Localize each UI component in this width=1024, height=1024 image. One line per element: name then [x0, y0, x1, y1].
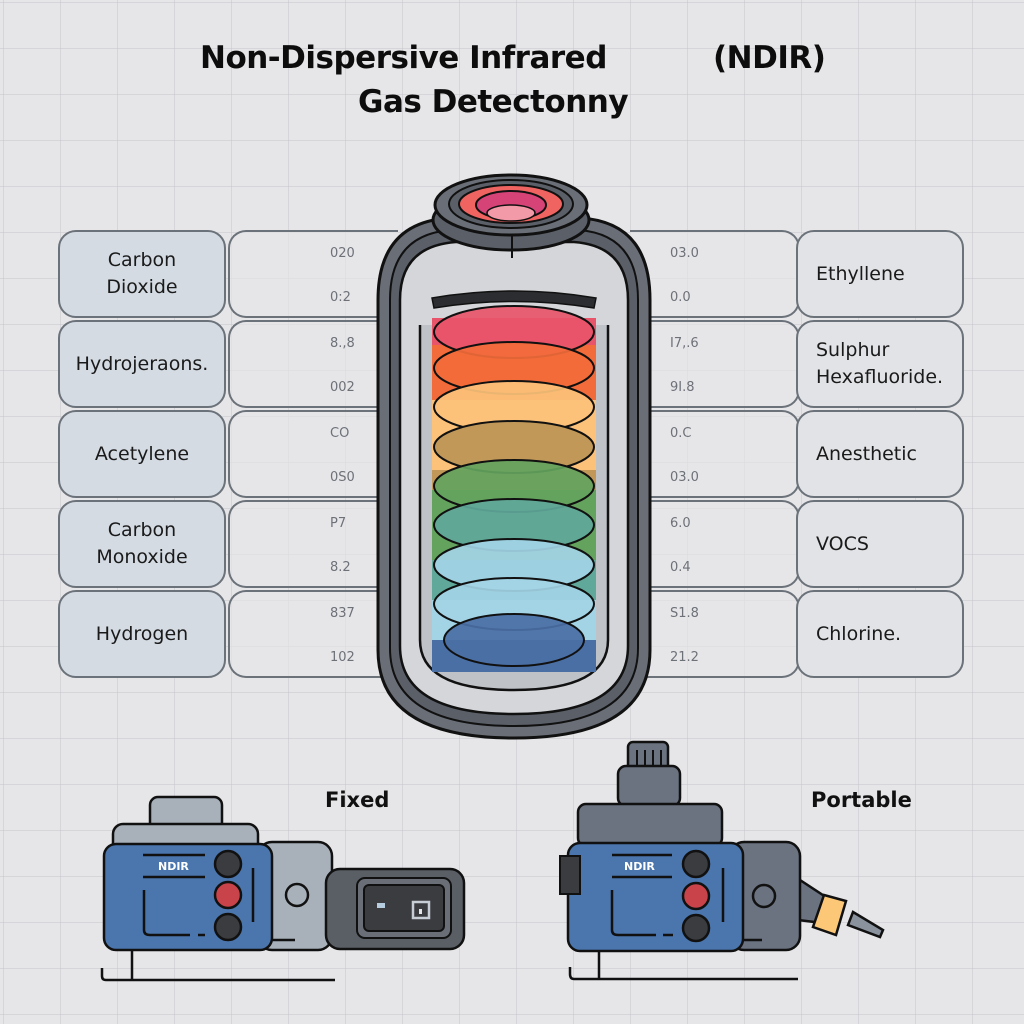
gas-value: P7	[330, 516, 347, 531]
gas-name: Anesthetic	[816, 442, 917, 465]
gas-value: 0.4	[670, 560, 691, 575]
gas-name-cell: VOCS	[796, 500, 964, 588]
fixed-badge: NDIR	[158, 860, 189, 873]
gas-name-cell: Carbon Monoxide	[58, 500, 226, 588]
gas-name: Carbon Dioxide	[106, 249, 178, 298]
gas-values-cell: 6.0 0.4	[630, 500, 800, 588]
gas-name-cell: Anesthetic	[796, 410, 964, 498]
gas-value: 03.0	[670, 246, 699, 261]
gas-values-cell: P7 8.2	[228, 500, 398, 588]
title-line1: Non-Dispersive Infrared	[200, 40, 607, 76]
gas-name-cell: Acetylene	[58, 410, 226, 498]
gas-value: 8.,8	[330, 336, 355, 351]
gas-value: 9I.8	[670, 380, 695, 395]
gas-name-cell: Ethyllene	[796, 230, 964, 318]
absorption-layers	[432, 305, 596, 672]
gas-value: 0.C	[670, 426, 692, 441]
gas-values-cell: 03.0 0.0	[630, 230, 800, 318]
gas-value: CO	[330, 426, 350, 441]
gas-value: 002	[330, 380, 355, 395]
gas-values-cell: I7,.6 9I.8	[630, 320, 800, 408]
gas-name-cell: Sulphur Hexafluoride.	[796, 320, 964, 408]
absorption-layer	[443, 613, 585, 667]
gas-value: 0.0	[670, 290, 691, 305]
gas-value: 8.2	[330, 560, 351, 575]
gas-name: VOCS	[816, 532, 869, 555]
gas-name: Hydrojeraons.	[75, 352, 209, 375]
gas-name-cell: Chlorine.	[796, 590, 964, 678]
gas-value: 21.2	[670, 650, 699, 665]
gas-value: 6.0	[670, 516, 691, 531]
gas-value: 03.0	[670, 470, 699, 485]
gas-name: Hydrogen	[95, 622, 189, 645]
gas-values-cell: CO 0S0	[228, 410, 398, 498]
title-line2: Gas Detectonny	[358, 84, 629, 120]
portable-badge: NDIR	[624, 860, 655, 873]
portable-label: Portable	[811, 788, 912, 812]
gas-name: Acetylene	[94, 442, 190, 465]
gas-values-cell: 020 0:2	[228, 230, 398, 318]
gas-name: Chlorine.	[816, 622, 902, 645]
gas-name-cell: Hydrogen	[58, 590, 226, 678]
gas-value: 102	[330, 650, 355, 665]
gas-value: 0S0	[330, 470, 355, 485]
gas-name: Ethyllene	[816, 262, 905, 285]
gas-values-cell: S1.8 21.2	[630, 590, 800, 678]
gas-name: Carbon Monoxide	[96, 519, 188, 568]
fixed-label: Fixed	[325, 788, 390, 812]
gas-name-cell: Carbon Dioxide	[58, 230, 226, 318]
sensor-reflector	[431, 290, 597, 309]
gas-values-cell: 8.,8 002	[228, 320, 398, 408]
gas-value: I7,.6	[670, 336, 699, 351]
ir-source-core	[486, 204, 536, 222]
gas-value: 020	[330, 246, 355, 261]
title-abbreviation: (NDIR)	[713, 40, 826, 76]
gas-name: Sulphur Hexafluoride.	[816, 339, 944, 388]
gas-value: 0:2	[330, 290, 351, 305]
gas-value: S1.8	[670, 606, 699, 621]
gas-name-cell: Hydrojeraons.	[58, 320, 226, 408]
gas-values-cell: 837 102	[228, 590, 398, 678]
gas-value: 837	[330, 606, 355, 621]
